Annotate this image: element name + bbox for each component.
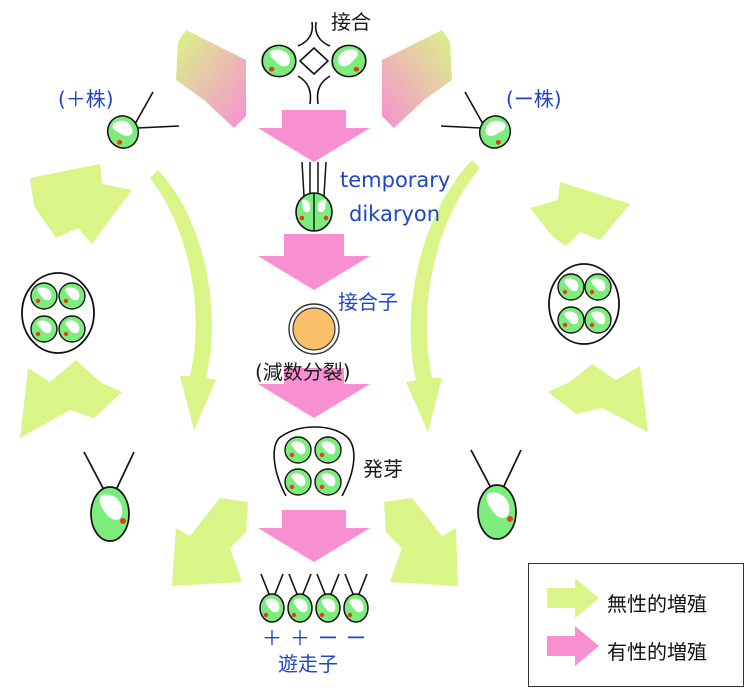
dikaryon-label: dikaryon — [349, 202, 441, 226]
right-flagellate-cell — [470, 449, 522, 540]
sexual-arrows — [258, 110, 370, 562]
minus-strain-cell — [440, 91, 516, 154]
asexual-arrow — [384, 498, 458, 586]
left-sporangium — [21, 272, 95, 354]
zoospores — [259, 573, 369, 623]
conjugation-arrow-right — [382, 30, 452, 128]
asexual-arrow — [30, 164, 132, 244]
right-sporangium — [548, 263, 620, 345]
sexual-arrow-swatch — [547, 626, 599, 666]
asexual-arrow — [20, 360, 122, 438]
curved-asexual-arrow — [150, 170, 216, 430]
curved-asexual-arrow — [406, 160, 480, 432]
conjugation-arrow-left — [176, 30, 246, 128]
zoospore-label: 遊走子 — [278, 652, 338, 676]
legend: 無性的増殖 有性的増殖 — [528, 563, 744, 687]
zoospore-sign: ＋ — [262, 626, 282, 650]
germination-label: 発芽 — [363, 457, 403, 481]
conjugating-pair — [261, 21, 367, 105]
zygote — [288, 303, 340, 355]
zoospore-sign: ー — [346, 626, 366, 650]
asexual-arrow — [548, 364, 648, 432]
asexual-arrow-swatch — [547, 578, 599, 618]
temporary-label: temporary — [340, 168, 451, 192]
sexual-arrow-down — [258, 368, 370, 418]
zygote-label: 接合子 — [338, 290, 398, 314]
sexual-arrow-down — [258, 234, 370, 290]
temporary-dikaryon — [295, 161, 333, 232]
legend-item-sexual: 有性的増殖 — [529, 626, 743, 666]
zoospore-sign: ＋ — [290, 626, 310, 650]
meiosis-label: (減数分裂) — [255, 360, 351, 384]
legend-item-asexual: 無性的増殖 — [529, 578, 743, 618]
left-flagellate-cell — [83, 451, 135, 542]
asexual-arrow — [530, 182, 630, 246]
legend-sexual-label: 有性的増殖 — [607, 640, 707, 664]
legend-asexual-label: 無性的増殖 — [607, 592, 707, 616]
plus-strain-label: (＋株) — [58, 87, 114, 111]
plus-strain-cell — [102, 91, 180, 154]
minus-strain-label: (ー株) — [506, 87, 562, 111]
zoospore-sign: ー — [318, 626, 338, 650]
germinating-sporangium — [273, 426, 355, 497]
asexual-arrow — [172, 498, 248, 586]
conjugation-label: 接合 — [331, 10, 371, 34]
sexual-arrow-down — [258, 110, 370, 162]
sexual-arrow-down — [258, 510, 370, 562]
asexual-arrows — [20, 160, 648, 586]
